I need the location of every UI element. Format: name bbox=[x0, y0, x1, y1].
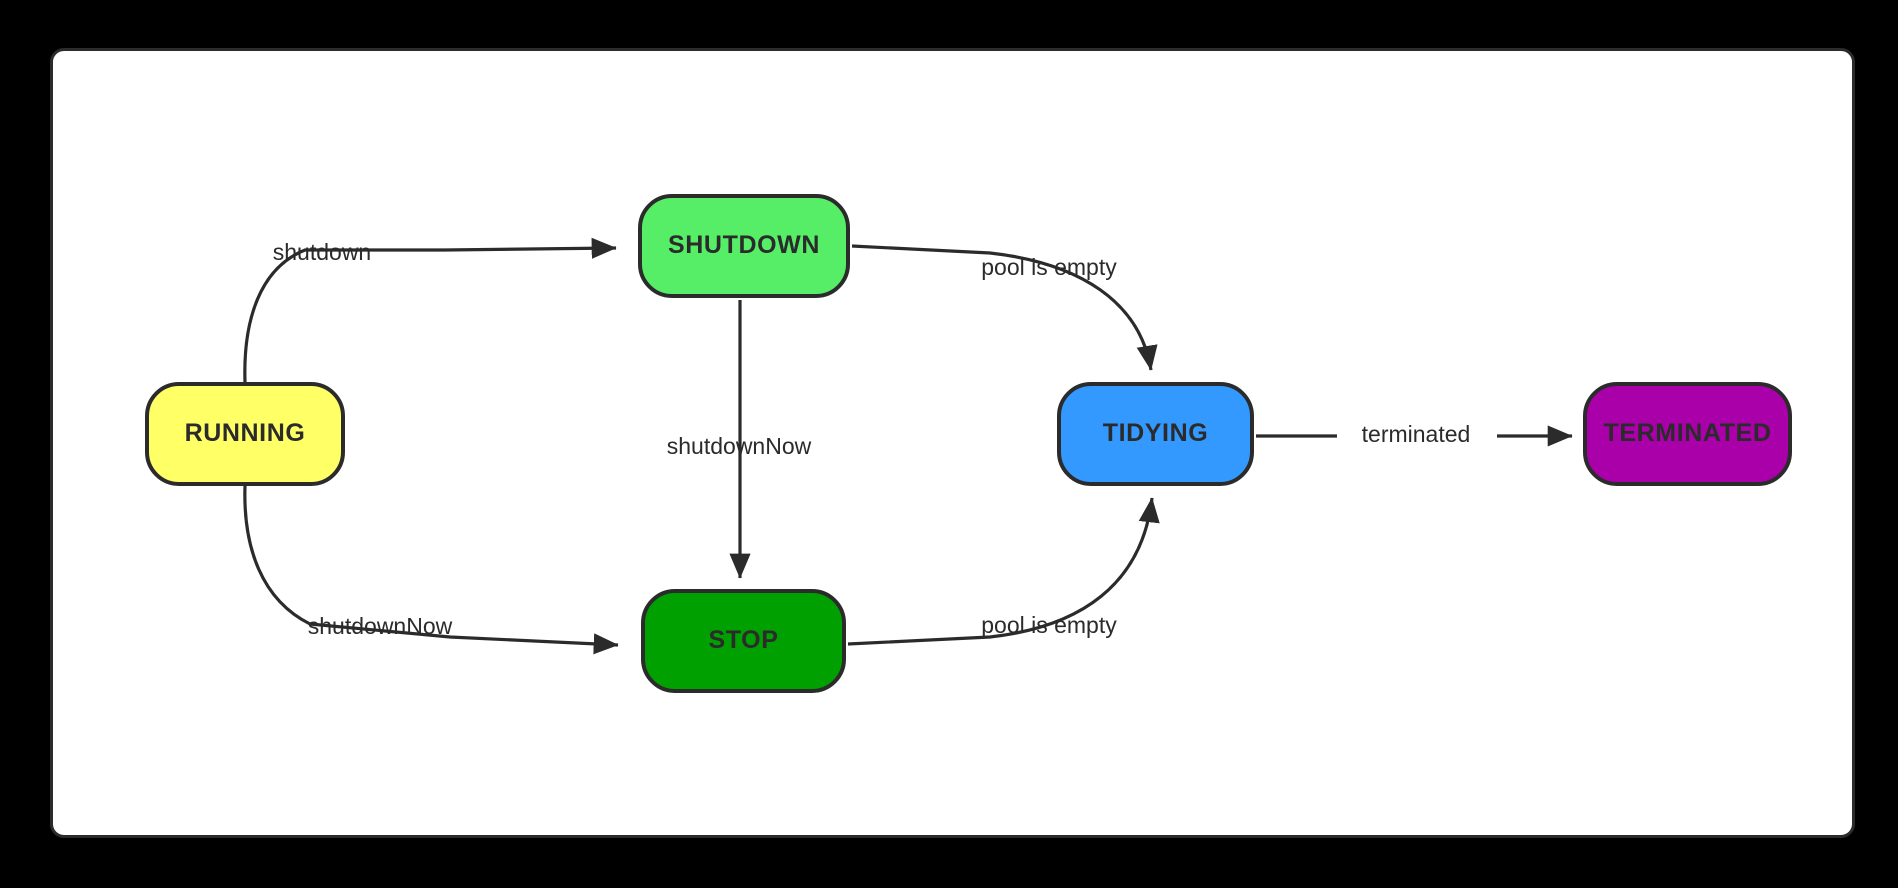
state-node-shutdown-label: SHUTDOWN bbox=[667, 231, 820, 260]
state-node-stop-label: STOP bbox=[708, 626, 779, 655]
state-node-stop[interactable]: STOP bbox=[641, 589, 846, 693]
state-node-terminated[interactable]: TERMINATED bbox=[1583, 382, 1792, 486]
state-node-tidying[interactable]: TIDYING bbox=[1057, 382, 1254, 486]
state-node-tidying-label: TIDYING bbox=[1102, 419, 1209, 448]
state-node-shutdown[interactable]: SHUTDOWN bbox=[638, 194, 850, 298]
state-node-terminated-label: TERMINATED bbox=[1603, 419, 1772, 448]
state-node-running[interactable]: RUNNING bbox=[145, 382, 345, 486]
state-node-running-label: RUNNING bbox=[184, 419, 306, 448]
